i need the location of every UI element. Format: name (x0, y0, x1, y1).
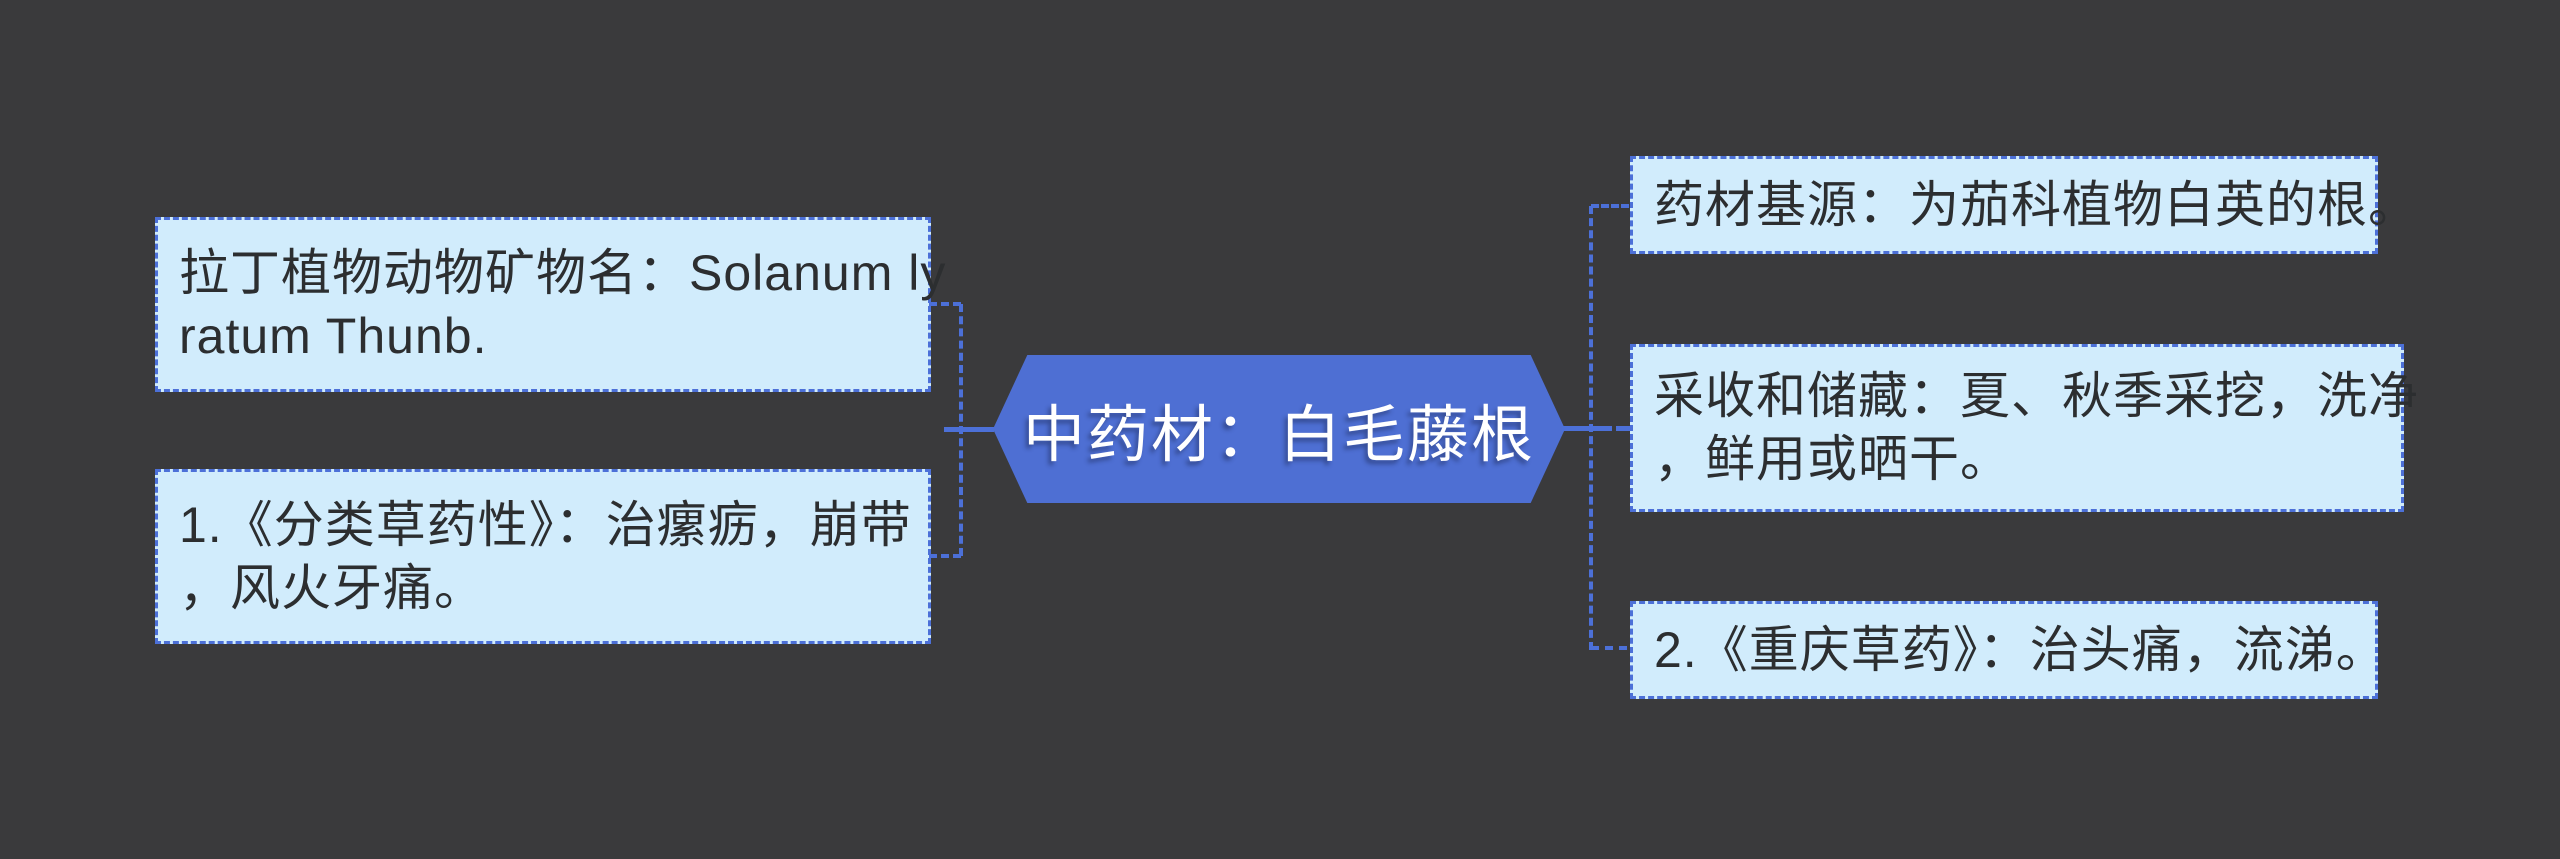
connector-stub-yaocai-jiyuan (1591, 204, 1629, 208)
connector-stub-chongqing-caoyao (1591, 646, 1627, 650)
branch-node-chongqing-caoyao[interactable]: 2.《重庆草药》：治头痛，流涕。 (1630, 601, 2387, 699)
connector-root-right-segment (1562, 426, 1612, 431)
branch-node-yaocai-jiyuan[interactable]: 药材基源：为茄科植物白英的根。 (1630, 156, 2419, 254)
branch-text-line: ratum Thunb. (179, 307, 488, 364)
branch-node-latin-name[interactable]: 拉丁植物动物矿物名：Solanum ly ratum Thunb. (155, 217, 947, 392)
connector-stub-fenlei-caoyaoxing (929, 554, 961, 558)
branch-text-line: 拉丁植物动物矿物名：Solanum ly (179, 244, 947, 301)
connector-stub-latin-name (929, 302, 961, 306)
branch-text-line: 2.《重庆草药》：治头痛，流涕。 (1654, 621, 2387, 678)
branch-text-line: 采收和储藏：夏、秋季采挖，洗净 (1654, 368, 2419, 424)
branch-text-line: ，风火牙痛。 (179, 559, 485, 616)
root-node[interactable]: 中药材：白毛藤根 (993, 355, 1565, 503)
connector-root-left-segment (944, 427, 994, 432)
branch-text-line: ，鲜用或晒干。 (1654, 431, 2011, 487)
branch-text-line: 药材基源：为茄科植物白英的根。 (1654, 176, 2419, 233)
branch-node-fenlei-caoyaoxing[interactable]: 1.《分类草药性》：治瘰疬，崩带 ，风火牙痛。 (155, 469, 931, 644)
branch-node-caishou-chucang[interactable]: 采收和储藏：夏、秋季采挖，洗净 ，鲜用或晒干。 (1630, 344, 2419, 512)
connector-stub-caishou-chucang (1616, 426, 1632, 431)
branch-text-line: 1.《分类草药性》：治瘰疬，崩带 (179, 496, 912, 553)
